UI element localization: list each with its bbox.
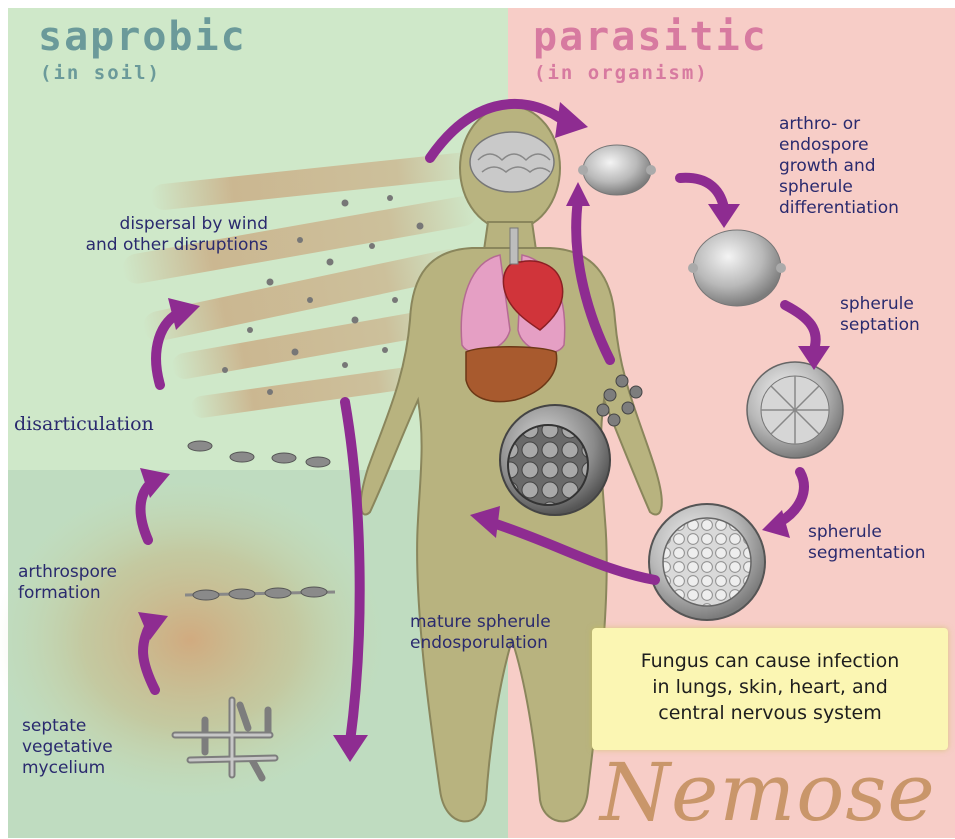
label-septate-mycelium: septate vegetative mycelium [22, 716, 113, 779]
parasitic-title: parasitic [533, 14, 768, 60]
brain [470, 132, 554, 192]
label-spherule-segmentation: spherule segmentation [808, 522, 926, 564]
saprobic-subtitle: (in soil) [40, 62, 161, 84]
label-arthrospore-formation: arthrospore formation [18, 562, 117, 604]
artist-signature: Nemose [600, 746, 936, 839]
ruptured-spherule [500, 405, 610, 515]
saprobic-title: saprobic [38, 14, 247, 60]
label-mature-endosporulation: mature spherule endosporulation [410, 612, 551, 654]
label-dispersal: dispersal by wind and other disruptions [18, 214, 268, 256]
label-spherule-septation: spherule septation [840, 294, 920, 336]
spherule-stage-septation [747, 362, 843, 458]
parasitic-subtitle: (in organism) [534, 62, 709, 84]
label-spore-growth: arthro- or endospore growth and spherule… [779, 114, 899, 219]
infection-info-box: Fungus can cause infection in lungs, ski… [592, 628, 948, 750]
label-disarticulation: disarticulation [14, 414, 154, 435]
spherule-stage-segmentation [649, 504, 765, 620]
infection-info-text: Fungus can cause infection in lungs, ski… [592, 648, 948, 726]
